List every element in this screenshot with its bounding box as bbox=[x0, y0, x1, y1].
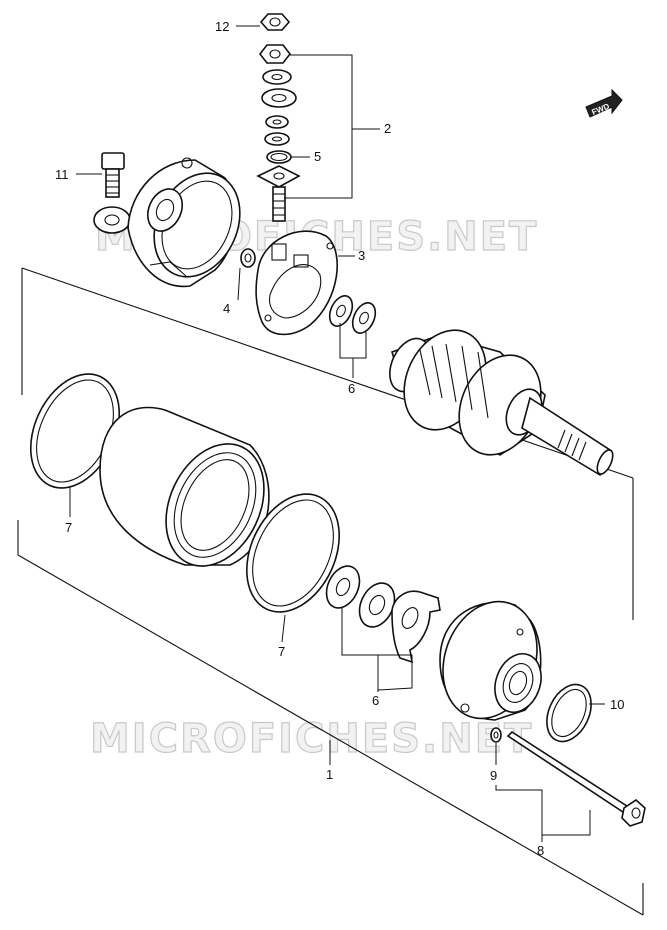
callout-6-lower: 6 bbox=[372, 693, 379, 708]
callout-8: 8 bbox=[537, 843, 544, 858]
callout-2: 2 bbox=[384, 121, 391, 136]
through-bolt-part-8 bbox=[506, 730, 646, 827]
callout-6-upper: 6 bbox=[348, 381, 355, 396]
rear-end-cover bbox=[93, 157, 241, 288]
washer-part-9 bbox=[490, 727, 502, 743]
armature bbox=[389, 329, 614, 477]
callout-4: 4 bbox=[223, 301, 230, 316]
terminal-bolt bbox=[256, 165, 301, 222]
assembly-frame bbox=[17, 267, 644, 916]
shims-part-6-upper bbox=[328, 295, 377, 334]
callout-7-left: 7 bbox=[65, 520, 72, 535]
callout-9: 9 bbox=[490, 768, 497, 783]
fwd-direction-badge: FWD bbox=[585, 88, 623, 118]
callout-10: 10 bbox=[610, 697, 624, 712]
o-ring-part-5 bbox=[266, 150, 292, 164]
watermark-bottom: MICROFICHES.NET bbox=[90, 716, 533, 762]
grommet-part-4 bbox=[240, 248, 256, 268]
callout-1: 1 bbox=[326, 767, 333, 782]
callout-7-right: 7 bbox=[278, 644, 285, 659]
yoke-housing bbox=[99, 406, 270, 567]
callout-labels: 12 2 5 11 3 4 6 7 7 6 10 9 1 8 bbox=[55, 19, 624, 858]
callout-5: 5 bbox=[314, 149, 321, 164]
callout-12: 12 bbox=[215, 19, 229, 34]
leader-lines bbox=[69, 25, 605, 842]
callout-11: 11 bbox=[55, 167, 69, 182]
callout-3: 3 bbox=[358, 248, 365, 263]
o-ring-part-10 bbox=[546, 683, 592, 743]
front-cover bbox=[439, 600, 542, 721]
brush-plate-part-3 bbox=[255, 230, 338, 336]
bolt-part-11 bbox=[101, 152, 125, 198]
o-ring-part-7-right bbox=[245, 493, 341, 613]
shims-part-6-lower bbox=[325, 565, 441, 664]
nut-part-12 bbox=[259, 13, 291, 31]
terminal-kit-part-2 bbox=[258, 44, 297, 146]
